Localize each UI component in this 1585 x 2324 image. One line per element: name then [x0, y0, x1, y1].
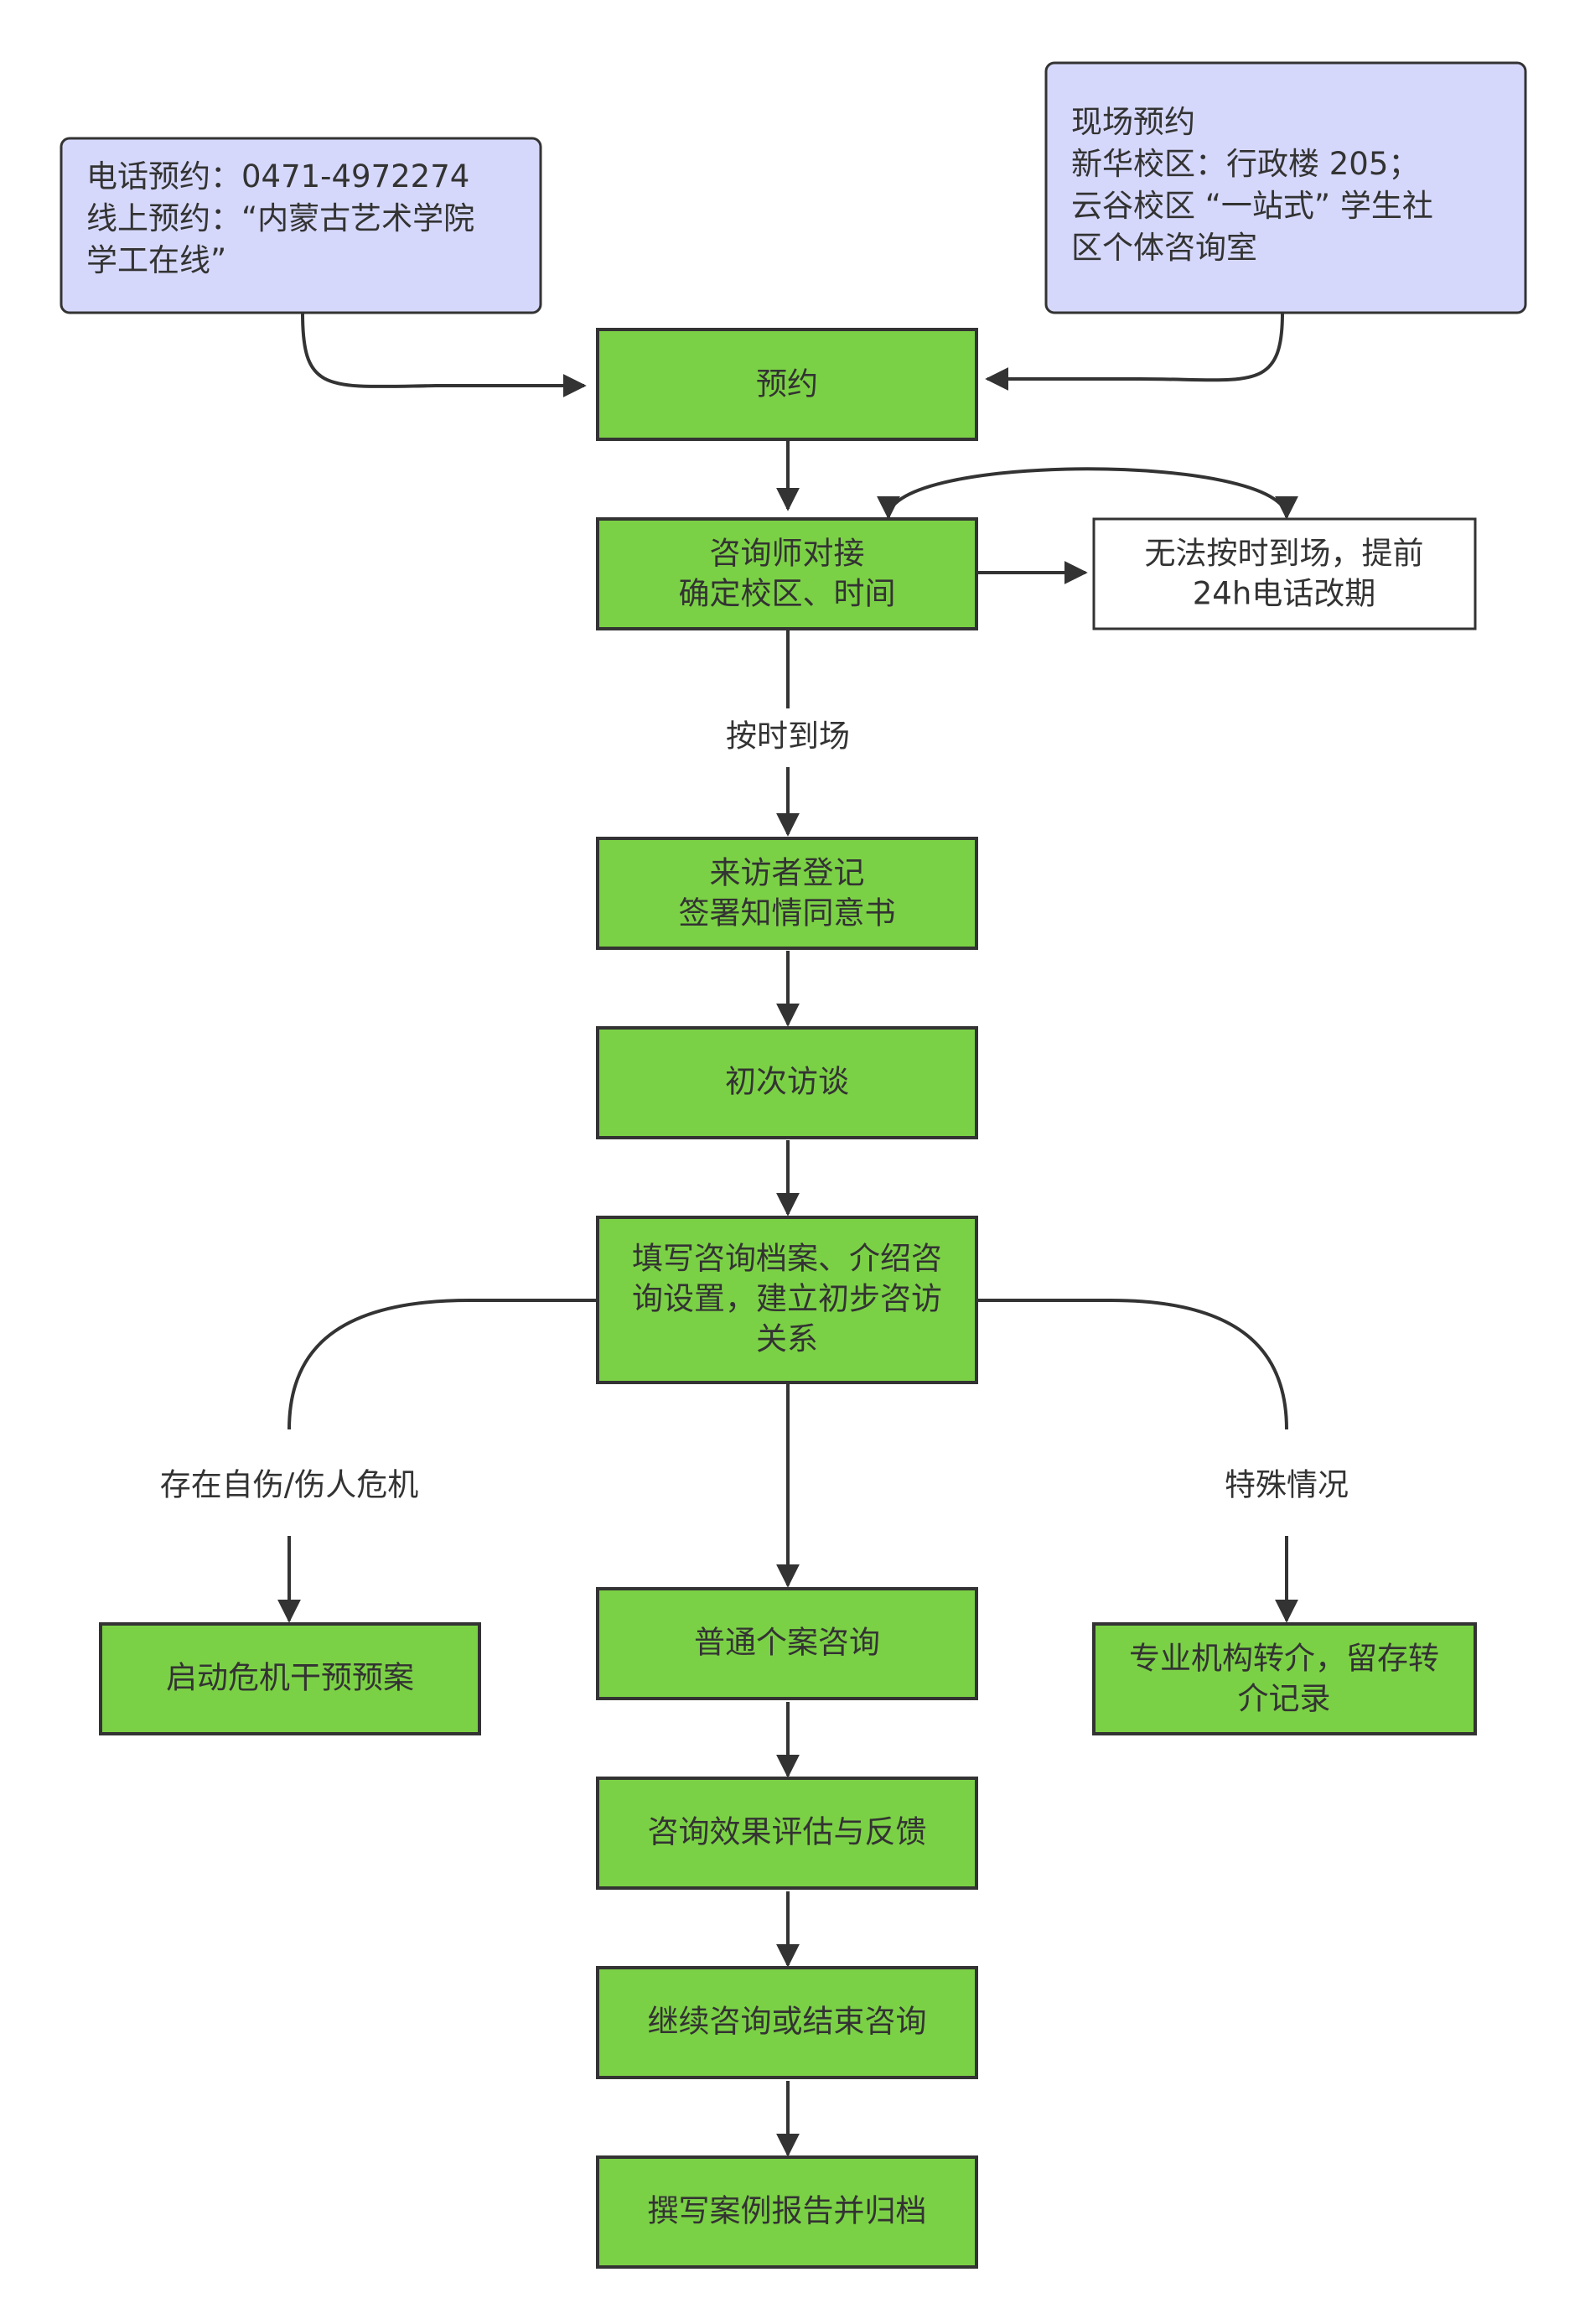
reschedule-line-1: 无法按时到场，提前 — [1145, 536, 1424, 572]
edge-label-special: 特殊情况 — [1225, 1467, 1349, 1503]
phone-booking-line-3: 学工在线” — [86, 242, 226, 278]
node-general-counseling: 普通个案咨询 — [596, 1587, 978, 1700]
registration-line-1: 来访者登记 — [710, 855, 865, 891]
counselor-match-box — [596, 517, 978, 630]
node-report-archive: 撰写案例报告并归档 — [596, 2155, 978, 2269]
edge-record-to-crisis — [287, 1299, 598, 1430]
edge-reschedule-loop — [877, 467, 1298, 520]
evaluation-label: 咨询效果评估与反馈 — [648, 1814, 927, 1850]
node-reschedule: 无法按时到场，提前 24h电话改期 — [1092, 517, 1477, 630]
referral-line-1: 专业机构转介，留存转 — [1129, 1641, 1439, 1677]
continue-or-end-label: 继续咨询或结束咨询 — [648, 2004, 927, 2040]
report-archive-box — [596, 2155, 978, 2269]
phone-booking-line-1: 电话预约：0471-4972274 — [86, 158, 469, 195]
record-setup-line-1: 填写咨询档案、介绍咨 — [632, 1241, 942, 1277]
edge-labels: 按时到场 存在自伤/伤人危机 特殊情况 — [160, 718, 1349, 1503]
general-counseling-label: 普通个案咨询 — [694, 1625, 880, 1661]
edges — [277, 312, 1298, 2157]
continue-or-end-box — [596, 1966, 978, 2079]
onsite-booking-line-3: 云谷校区 “一站式” 学生社 — [1071, 188, 1433, 224]
first-interview-label: 初次访谈 — [725, 1064, 849, 1100]
onsite-booking-line-2: 新华校区：行政楼 205； — [1071, 146, 1419, 182]
reschedule-line-2: 24h电话改期 — [1193, 576, 1376, 612]
booking-box — [596, 328, 978, 441]
booking-label: 预约 — [756, 366, 818, 402]
registration-box — [596, 837, 978, 950]
record-setup-line-2: 询设置，建立初步咨访 — [632, 1281, 942, 1317]
edge-label-on-time: 按时到场 — [726, 718, 850, 755]
node-record-setup: 填写咨询档案、介绍咨 询设置，建立初步咨访 关系 — [596, 1216, 978, 1384]
node-referral: 专业机构转介，留存转 介记录 — [1092, 1622, 1477, 1735]
registration-line-2: 签署知情同意书 — [679, 895, 896, 931]
node-booking: 预约 — [596, 328, 978, 441]
phone-booking-box — [60, 137, 542, 314]
phone-booking-line-2: 线上预约：“内蒙古艺术学院 — [86, 200, 474, 236]
report-archive-label: 撰写案例报告并归档 — [648, 2193, 927, 2229]
referral-box — [1092, 1622, 1477, 1735]
node-registration: 来访者登记 签署知情同意书 — [596, 837, 978, 950]
edge-phone-to-booking — [301, 312, 587, 397]
general-counseling-box — [596, 1587, 978, 1700]
node-crisis-plan: 启动危机干预预案 — [99, 1622, 481, 1735]
counselor-match-line-2: 确定校区、时间 — [679, 576, 896, 612]
crisis-plan-box — [99, 1622, 481, 1735]
node-continue-or-end: 继续咨询或结束咨询 — [596, 1966, 978, 2079]
referral-line-2: 介记录 — [1238, 1681, 1331, 1717]
counselor-match-line-1: 咨询师对接 — [710, 536, 865, 572]
node-evaluation: 咨询效果评估与反馈 — [596, 1777, 978, 1890]
onsite-booking-box — [1044, 61, 1527, 314]
edge-label-crisis: 存在自伤/伤人危机 — [160, 1467, 418, 1503]
crisis-plan-label: 启动危机干预预案 — [166, 1660, 414, 1696]
edge-onsite-to-booking — [985, 312, 1284, 391]
onsite-booking-line-4: 区个体咨询室 — [1071, 230, 1257, 266]
node-phone-booking: 电话预约：0471-4972274 线上预约：“内蒙古艺术学院 学工在线” — [60, 137, 542, 314]
node-first-interview: 初次访谈 — [596, 1026, 978, 1139]
record-setup-line-3: 关系 — [756, 1321, 818, 1357]
onsite-booking-line-1: 现场预约 — [1071, 104, 1195, 140]
record-setup-box — [596, 1216, 978, 1384]
first-interview-box — [596, 1026, 978, 1139]
edge-record-to-referral — [976, 1299, 1288, 1430]
node-counselor-match: 咨询师对接 确定校区、时间 — [596, 517, 978, 630]
reschedule-box — [1092, 517, 1477, 630]
node-onsite-booking: 现场预约 新华校区：行政楼 205； 云谷校区 “一站式” 学生社 区个体咨询室 — [1044, 61, 1527, 314]
evaluation-box — [596, 1777, 978, 1890]
